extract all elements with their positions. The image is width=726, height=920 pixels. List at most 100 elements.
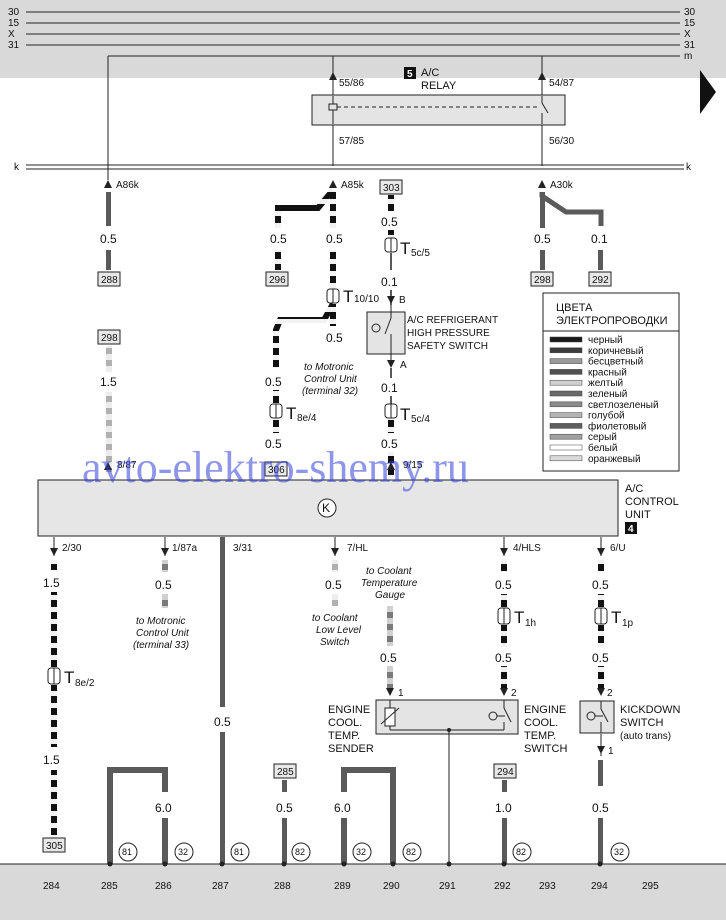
ref-box-294[interactable] [493,763,517,779]
next-page-arrow-icon[interactable] [700,70,716,114]
ground-32-b: 32 [356,847,366,857]
bus-label-x-left: X [8,29,15,40]
ac-relay-box[interactable] [311,94,566,126]
wire-size-30: 0.5 [592,651,609,665]
bus-label-30-right: 30 [684,7,696,18]
control-unit-symbol-label: K [322,501,330,515]
connector-t1p-sub: 1p [622,618,634,629]
bus-label-x-right: X [684,29,691,40]
legend-label: голубой [588,410,625,422]
legend-label: черный [588,335,623,346]
column-number: 289 [334,881,351,892]
wire-size-7: 0.1 [591,232,608,246]
engine-coolant-sender-switch[interactable] [375,699,519,735]
column-number: 286 [155,881,172,892]
column-number: 291 [439,881,456,892]
note-motronic33-l2: Control Unit [136,628,190,639]
connector-t10-main: T [343,287,353,306]
legend-items: черныйкоричневыйбесцветныйкрасныйжелтыйз… [549,335,659,465]
note-coolgauge-l1: to Coolant [366,566,413,577]
relay-title-2: RELAY [421,80,457,92]
ref-box-296-label: 296 [269,275,286,286]
column-number: 290 [383,881,400,892]
sender-l1: ENGINE [328,704,370,716]
note-motronic33-l3: (terminal 33) [133,640,189,651]
ref-box-305[interactable] [42,837,66,853]
column-number: 288 [274,881,291,892]
legend-label: белый [588,442,617,454]
legend-label: светлозеленый [588,400,659,411]
ref-box-292-label: 292 [592,275,609,286]
cu-pin-4-hls: 4/HLS [513,543,541,554]
wire-size-30b: 0.5 [592,801,609,815]
connector-t5c5 [384,237,398,253]
ref-box-303[interactable] [379,179,403,195]
connector-t10-sub: 10/10 [354,294,379,305]
bus-label-31-left: 31 [8,40,20,51]
column-number: 294 [591,881,608,892]
note-motronic32-l2: Control Unit [304,374,358,385]
wire-a30k-split [539,192,604,226]
legend-swatch [549,347,583,354]
ref-box-292[interactable] [588,271,612,287]
cu-pin-3-31: 3/31 [233,543,253,554]
legend-label: оранжевый [588,454,641,465]
note-coolgauge-l3: Gauge [375,590,405,601]
wire-size-2: 0.5 [270,232,287,246]
sender-l2: COOL. [328,717,362,729]
legend-swatch [549,369,583,375]
wire-size-24: 1.5 [43,576,60,590]
wire-size-6: 0.5 [381,215,398,229]
wire-size-10: 1.5 [100,375,117,389]
legend-label: зеленый [588,389,627,400]
legend-swatch [549,401,583,408]
connector-t5c5-sub: 5c/5 [411,248,430,259]
bus-lines [26,11,680,57]
kickdown-l1: KICKDOWN [620,704,681,716]
legend-label: фиолетовый [588,420,646,432]
kickdown-l3: (auto trans) [620,731,671,742]
column-number: 284 [43,881,60,892]
relay-pin-54-87: 54/87 [549,78,574,89]
ref-box-305-label: 305 [46,841,63,852]
wire-size-23: 0.5 [495,651,512,665]
legend-label: бесцветный [588,356,643,368]
kickdown-l2: SWITCH [620,717,663,729]
ref-box-296[interactable] [265,271,289,287]
hp-switch-pin-a: A [400,360,407,371]
ref-box-294-label: 294 [497,767,514,778]
sender-l3: TEMP. [328,730,360,742]
wire-size-11: 0.1 [381,381,398,395]
legend-swatch [549,423,583,429]
connector-t1p [594,607,608,625]
bus-label-15-right: 15 [684,18,696,29]
ref-box-298b[interactable] [530,271,554,287]
connector-t8e4-main: T [286,404,296,423]
note-coolgauge-l2: Temperature [361,578,418,589]
connector-a30k: A30k [550,180,574,191]
legend-swatch [549,412,583,418]
connector-t5c4 [384,403,398,419]
ref-box-285[interactable] [273,763,297,779]
ground-82-b: 82 [406,847,416,857]
ref-box-298a[interactable] [97,329,121,345]
wire-size-28: 1.0 [495,801,512,815]
relay-pin-56-30: 56/30 [549,136,574,147]
kickdown-switch[interactable] [579,700,615,734]
legend-swatch [549,336,583,343]
bottom-column-numbers: 284 285 286 287 288 289 290 291 292 293 … [43,881,659,892]
legend-swatch [549,444,583,451]
note-coollevel-l2: Low Level [316,625,362,636]
legend-swatch [549,390,583,397]
ref-box-288[interactable] [97,271,121,287]
ref-box-306[interactable] [264,461,288,477]
wire-size-19: 0.5 [276,801,293,815]
relay-pin-57-85: 57/85 [339,136,364,147]
connector-t1h-main: T [514,608,524,627]
hp-switch-line2: HIGH PRESSURE [407,328,490,339]
legend-swatch [549,358,583,364]
hp-safety-switch[interactable] [366,311,406,355]
wire-size-22: 0.5 [495,578,512,592]
legend-swatch [549,433,583,440]
